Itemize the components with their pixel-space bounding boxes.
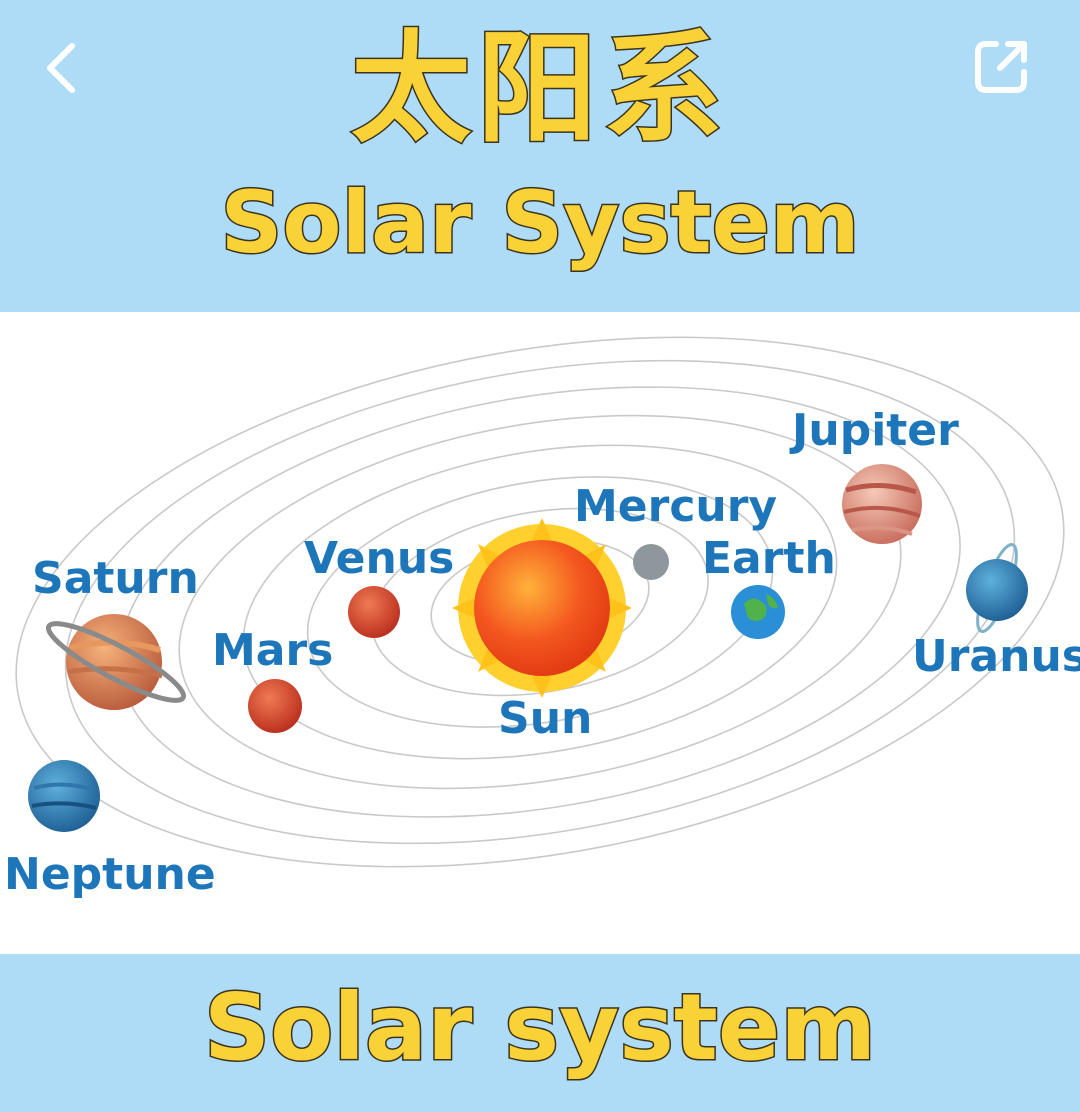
share-button[interactable] [966, 30, 1038, 102]
earth-image [731, 585, 785, 639]
uranus-image [966, 543, 1028, 633]
planet-label-saturn: Saturn [32, 553, 199, 604]
header-band: 太阳系 Solar System [0, 0, 1080, 312]
saturn-image [45, 614, 187, 710]
footer-caption: Solar system [202, 973, 877, 1083]
planet-label-earth: Earth [702, 533, 836, 584]
planet-label-sun: Sun [498, 693, 593, 744]
mars-image [248, 679, 302, 733]
chevron-left-icon [47, 43, 75, 93]
sun-image [452, 518, 632, 698]
venus-image [348, 586, 400, 638]
orbit-rings [15, 336, 1065, 868]
mercury-image [633, 544, 669, 580]
back-button[interactable] [32, 36, 96, 100]
share-external-icon [975, 41, 1027, 93]
planet-label-neptune: Neptune [4, 849, 216, 900]
solar-system-diagram: Jupiter Mercury Venus Earth Saturn Uranu… [0, 312, 1080, 954]
planet-label-jupiter: Jupiter [792, 405, 959, 456]
planet-label-venus: Venus [304, 533, 455, 584]
footer-band: Solar system [0, 954, 1080, 1112]
neptune-image [28, 760, 100, 832]
planet-label-mercury: Mercury [574, 481, 778, 532]
page-title-english: Solar System [219, 172, 861, 275]
page-title-chinese: 太阳系 [350, 19, 729, 161]
planet-label-mars: Mars [212, 625, 334, 676]
jupiter-image [842, 464, 922, 544]
planet-label-uranus: Uranus [912, 631, 1080, 682]
orbit-illustration [15, 336, 1065, 868]
